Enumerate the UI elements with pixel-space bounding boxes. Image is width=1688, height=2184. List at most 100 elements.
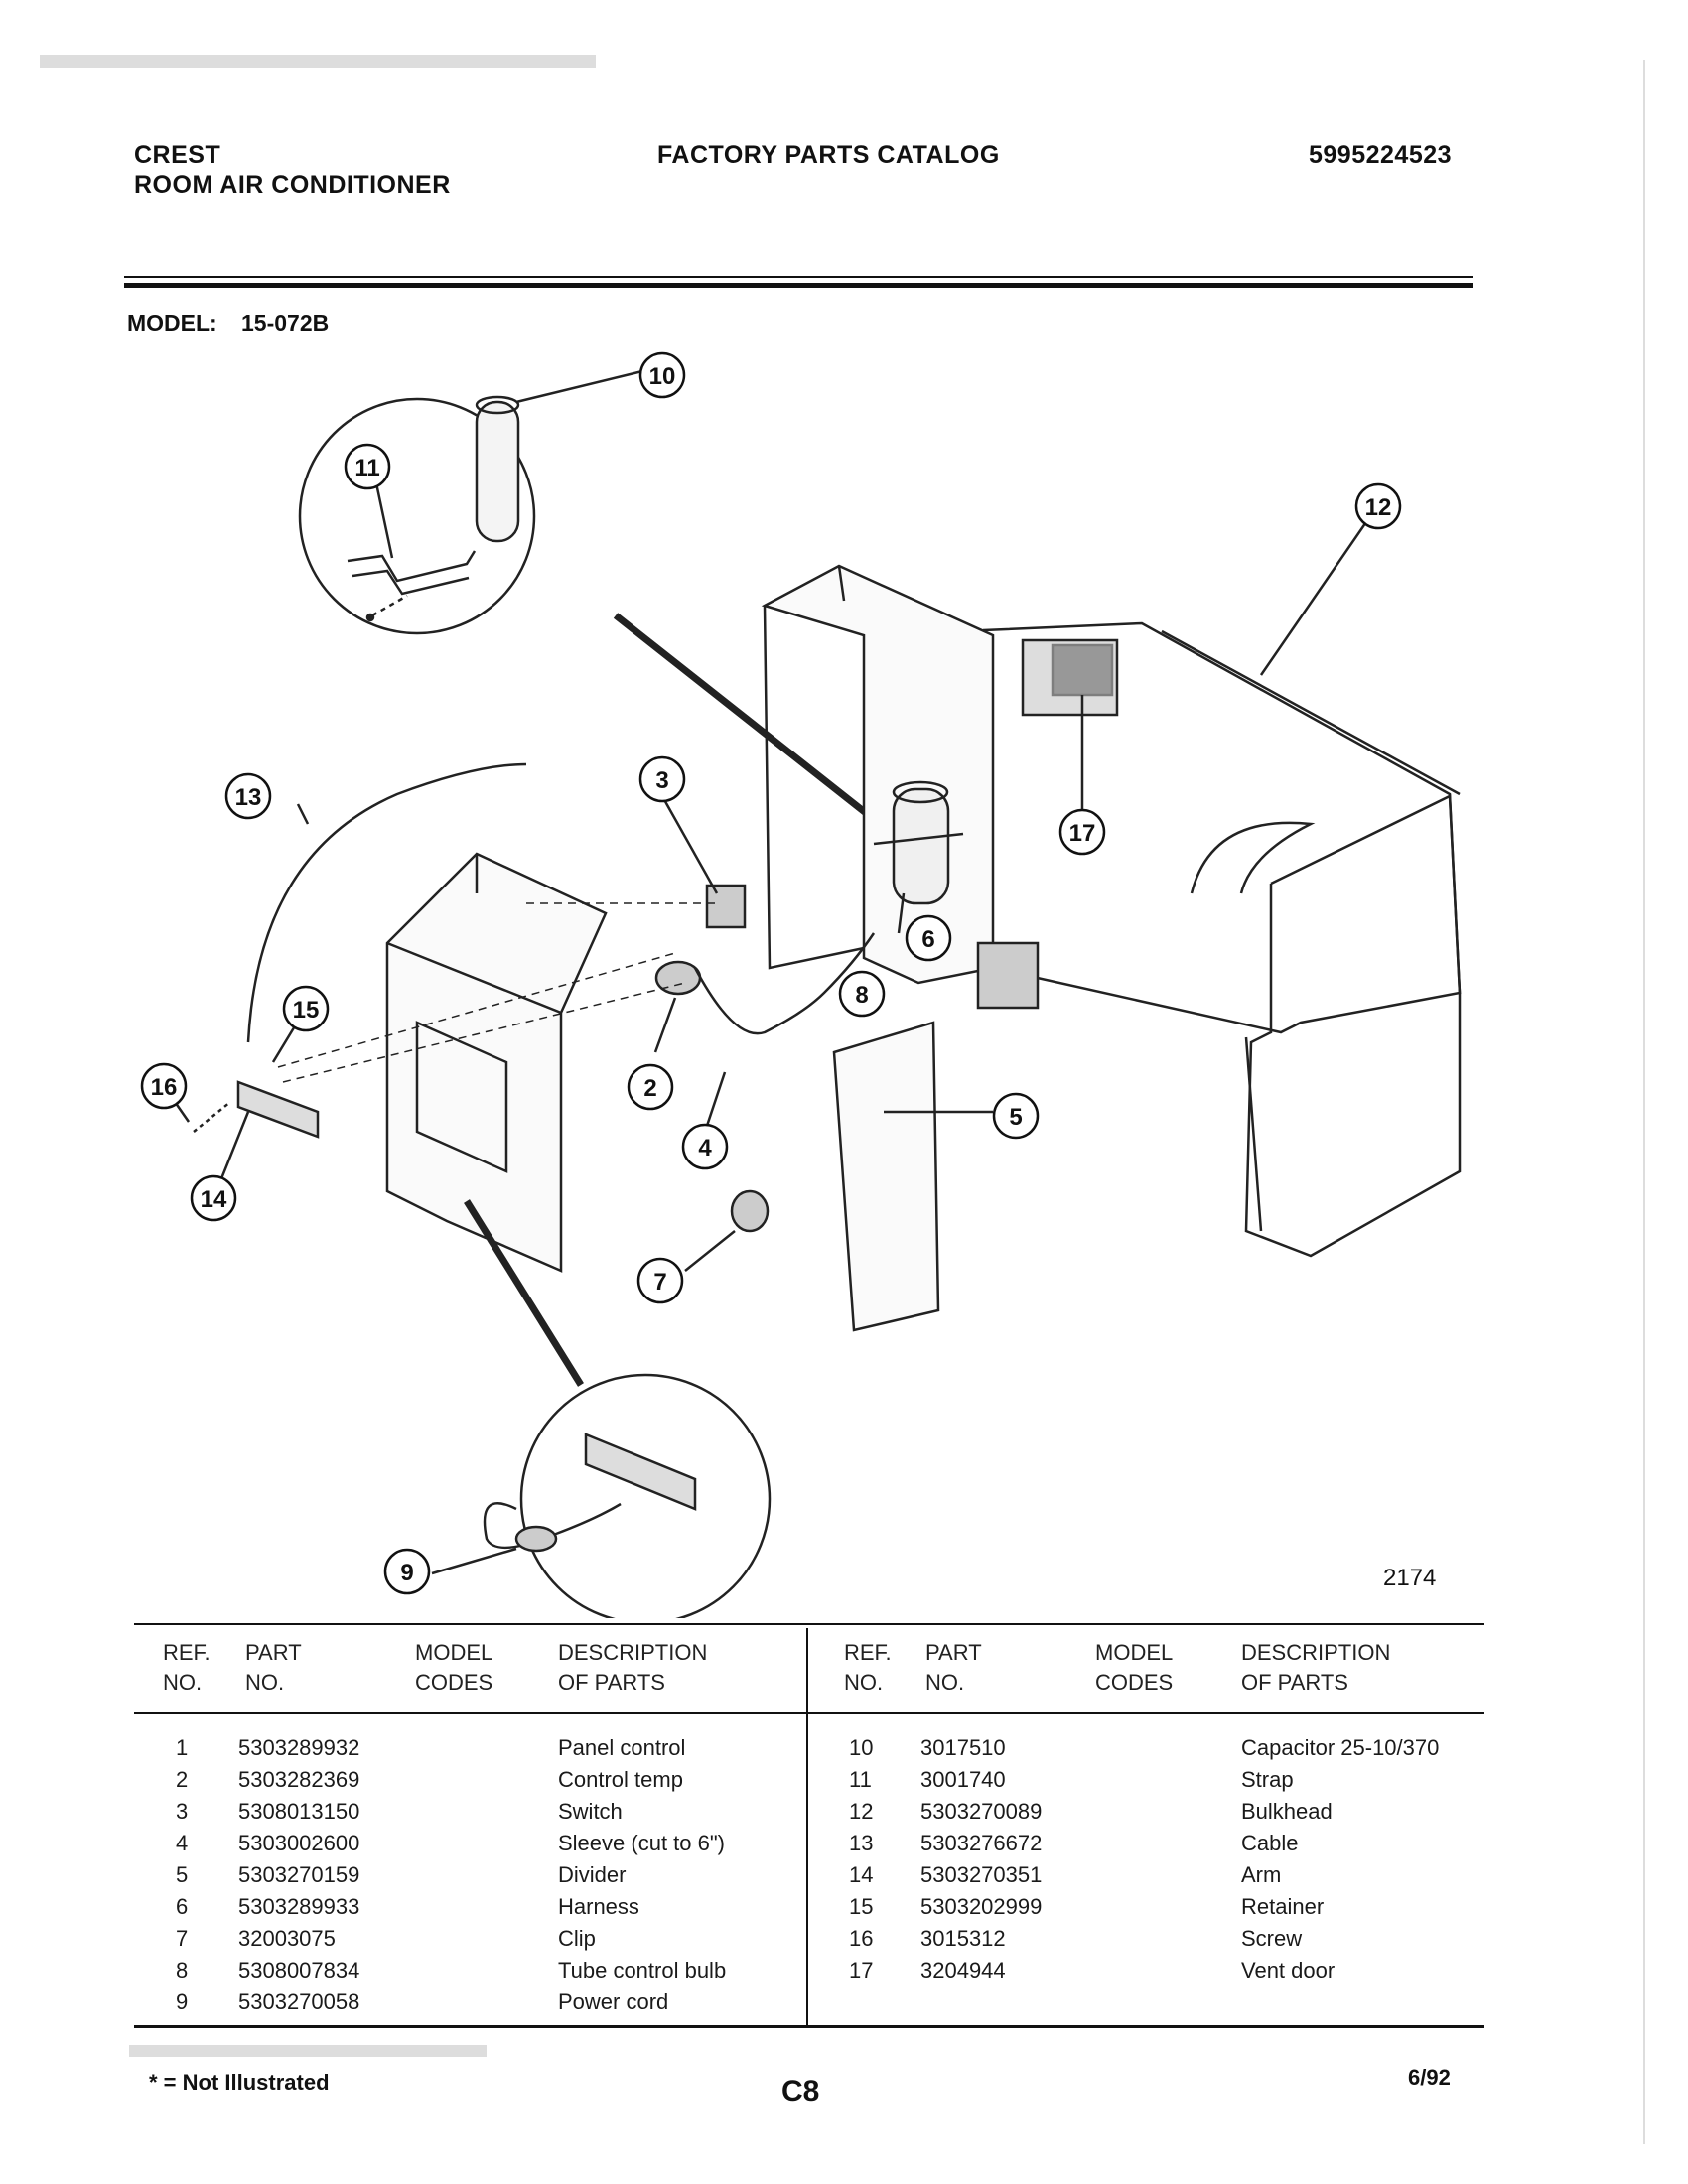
part-no: 5303202999 xyxy=(920,1894,1043,1919)
svg-text:12: 12 xyxy=(1365,494,1392,521)
part-description: Arm xyxy=(1241,1862,1282,1887)
ref-no: 16 xyxy=(849,1926,874,1951)
catalog-number: 5995224523 xyxy=(1309,141,1453,169)
callout-5: 5 xyxy=(992,1092,1040,1140)
part-no: 5308013150 xyxy=(238,1799,360,1824)
svg-text:13: 13 xyxy=(235,784,262,811)
ref-no: 8 xyxy=(176,1958,189,1982)
svg-text:14: 14 xyxy=(201,1186,227,1213)
svg-text:10: 10 xyxy=(649,363,676,390)
header-rule-thin xyxy=(124,276,1473,278)
ref-no: 13 xyxy=(849,1831,874,1855)
product-name: ROOM AIR CONDITIONER xyxy=(134,171,451,199)
svg-text:11: 11 xyxy=(354,455,379,481)
detail-circle-power-cord xyxy=(519,1373,772,1618)
part-no: 5303282369 xyxy=(238,1767,360,1792)
exploded-parts-diagram: 10 11 12 13 3 17 6 8 15 16 2 5 4 14 7 9 xyxy=(140,351,1462,1618)
callout-3: 3 xyxy=(638,755,686,803)
part-no: 5303270351 xyxy=(920,1862,1043,1887)
part-no: 5303289932 xyxy=(238,1735,360,1760)
svg-text:17: 17 xyxy=(1069,820,1096,847)
part-description: Retainer xyxy=(1241,1894,1325,1919)
model-label: MODEL: xyxy=(127,310,217,336)
part-no: 5303002600 xyxy=(238,1831,360,1855)
part-description: Screw xyxy=(1241,1926,1303,1951)
callout-10: 10 xyxy=(638,351,686,399)
ref-no: 12 xyxy=(849,1799,874,1824)
part-description: Switch xyxy=(558,1799,623,1824)
part-description: Control temp xyxy=(558,1767,683,1792)
svg-text:16: 16 xyxy=(151,1074,178,1101)
callout-16: 16 xyxy=(140,1062,188,1110)
part-description: Harness xyxy=(558,1894,639,1919)
svg-text:3: 3 xyxy=(655,767,668,794)
table-header-rule xyxy=(134,1712,1484,1714)
table-bottom-rule xyxy=(134,2025,1484,2028)
svg-text:5: 5 xyxy=(1009,1104,1022,1131)
part-description: Power cord xyxy=(558,1989,669,2014)
svg-text:7: 7 xyxy=(653,1269,666,1296)
ref-no: 3 xyxy=(176,1799,189,1824)
scan-noise-bottom xyxy=(129,2045,487,2057)
svg-text:15: 15 xyxy=(293,997,320,1024)
callout-4: 4 xyxy=(681,1123,729,1170)
catalog-title: FACTORY PARTS CATALOG xyxy=(657,141,1000,169)
callout-6: 6 xyxy=(905,914,952,962)
part-description: Sleeve (cut to 6") xyxy=(558,1831,725,1855)
table-column-divider xyxy=(806,1628,808,2025)
part-no: 32003075 xyxy=(238,1926,336,1951)
callout-9: 9 xyxy=(383,1548,431,1595)
scan-noise-top xyxy=(40,55,596,68)
callout-14: 14 xyxy=(190,1174,237,1222)
brand-name: CREST xyxy=(134,141,221,169)
part-description: Panel control xyxy=(558,1735,686,1760)
part-no: 3204944 xyxy=(920,1958,1006,1982)
part-no: 3017510 xyxy=(920,1735,1006,1760)
part-description: Divider xyxy=(558,1862,627,1887)
callout-7: 7 xyxy=(636,1257,684,1304)
part-no: 3001740 xyxy=(920,1767,1006,1792)
ref-no: 6 xyxy=(176,1894,189,1919)
svg-text:9: 9 xyxy=(400,1560,413,1586)
ref-no: 1 xyxy=(176,1735,189,1760)
callout-2: 2 xyxy=(627,1063,674,1111)
ref-no: 7 xyxy=(176,1926,189,1951)
part-description: Clip xyxy=(558,1926,596,1951)
table-top-rule xyxy=(134,1623,1484,1625)
ref-no: 15 xyxy=(849,1894,874,1919)
ref-no: 9 xyxy=(176,1989,189,2014)
part-description: Capacitor 25-10/370 xyxy=(1241,1735,1440,1760)
part-description: Vent door xyxy=(1241,1958,1336,1982)
page-code: C8 xyxy=(781,2075,820,2108)
callout-13: 13 xyxy=(224,772,272,820)
part-no: 5303270058 xyxy=(238,1989,360,2014)
ref-no: 2 xyxy=(176,1767,189,1792)
ref-no: 17 xyxy=(849,1958,874,1982)
header-ref-left: REF.NO. xyxy=(163,1640,211,1695)
svg-text:4: 4 xyxy=(698,1135,712,1161)
callout-12: 12 xyxy=(1354,482,1402,530)
model-value: 15-072B xyxy=(241,310,330,336)
page-date: 6/92 xyxy=(1408,2065,1451,2090)
part-no: 5303289933 xyxy=(238,1894,360,1919)
svg-text:6: 6 xyxy=(921,926,934,953)
callout-8: 8 xyxy=(838,970,886,1018)
svg-text:8: 8 xyxy=(855,982,868,1009)
scan-edge-right xyxy=(1643,60,1645,2144)
ref-no: 4 xyxy=(176,1831,189,1855)
ref-no: 10 xyxy=(849,1735,874,1760)
ref-no: 11 xyxy=(849,1767,872,1792)
header-rule-thick xyxy=(124,283,1473,288)
diagram-number: 2174 xyxy=(1383,1565,1437,1591)
part-no: 5303270089 xyxy=(920,1799,1043,1824)
ref-no: 5 xyxy=(176,1862,189,1887)
callout-15: 15 xyxy=(282,985,330,1032)
detail-circle-capacitor xyxy=(298,397,536,635)
part-no: 5308007834 xyxy=(238,1958,360,1982)
